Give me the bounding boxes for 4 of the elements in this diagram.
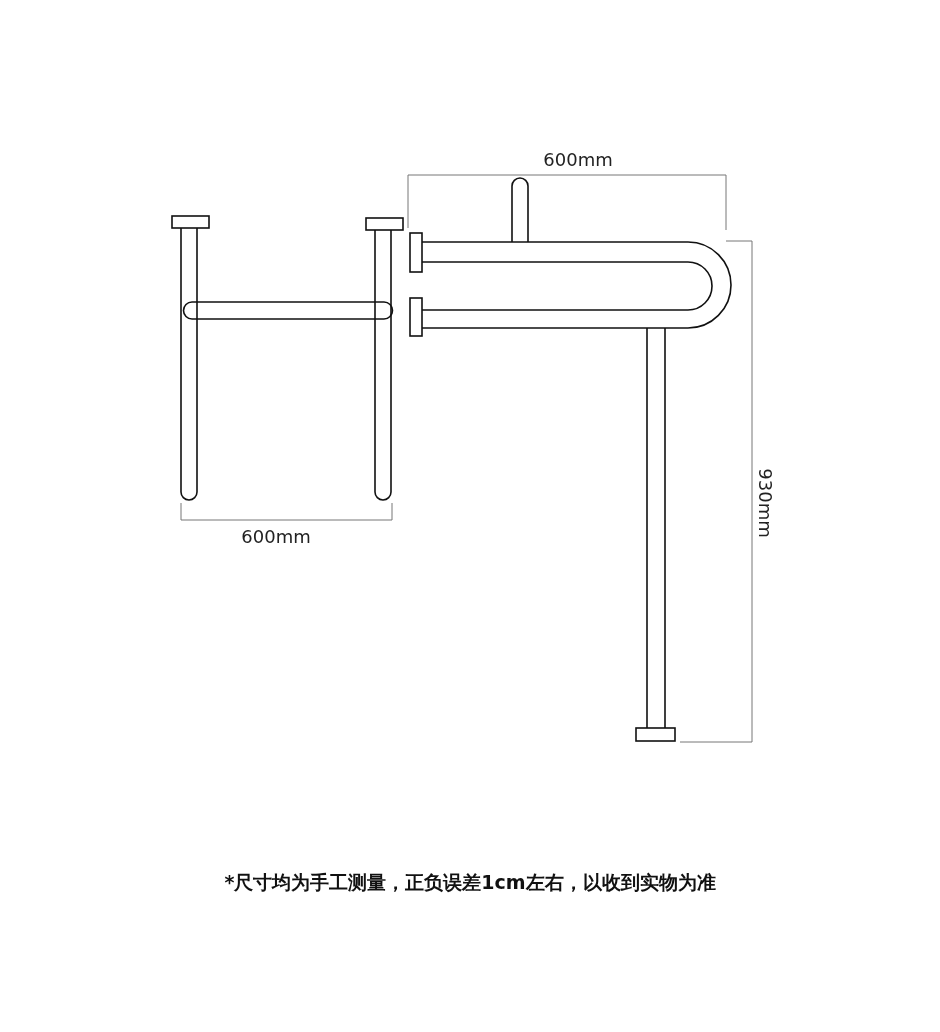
note-text: *尺寸均为手工测量，正负误差1cm左右，以收到实物为准 [224, 869, 716, 895]
dimension-label: 600mm [241, 528, 311, 546]
dimension-label: 600mm [543, 151, 613, 169]
dimension-label: 930mm [756, 468, 774, 538]
